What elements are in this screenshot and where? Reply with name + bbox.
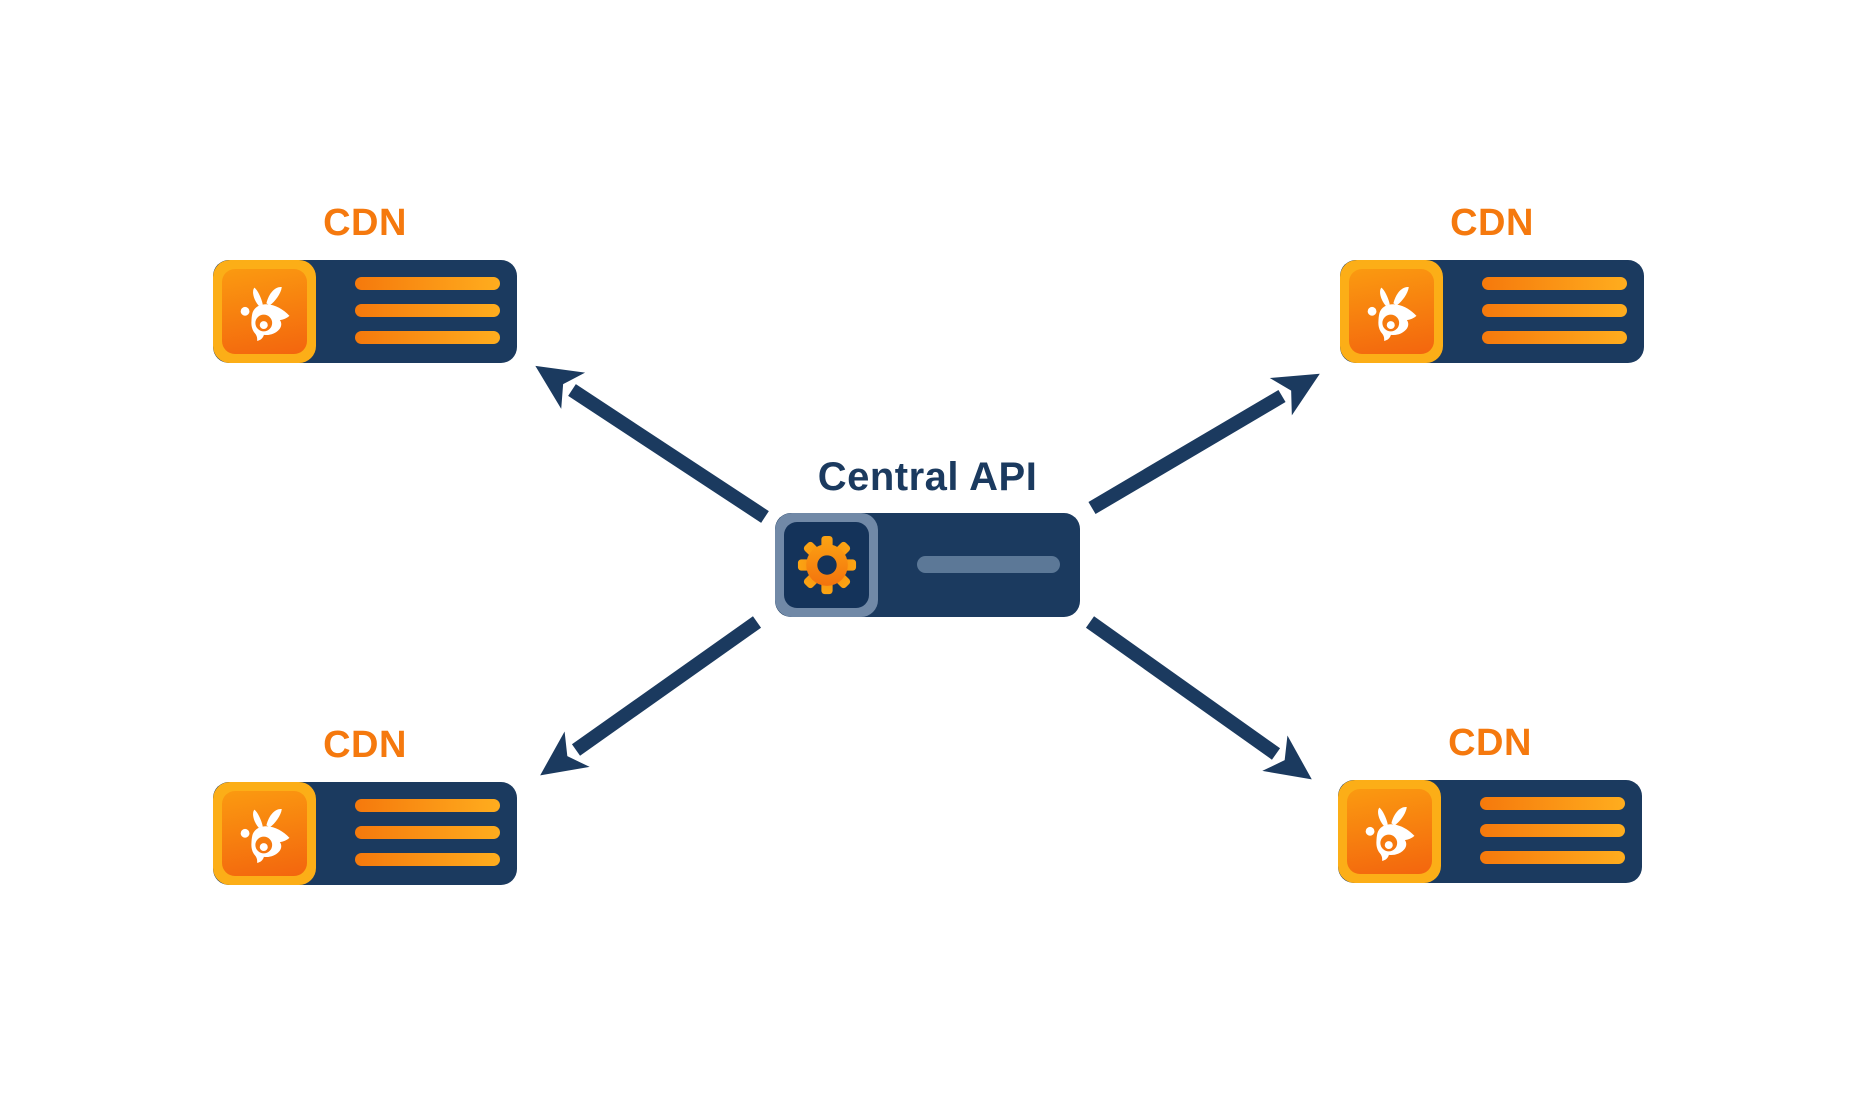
content-bar xyxy=(917,556,1060,573)
content-bar xyxy=(1482,331,1627,344)
central-api-label: Central API xyxy=(817,455,1038,499)
cdn-label: CDN xyxy=(1450,202,1534,244)
gear-icon-frame xyxy=(775,513,878,617)
cdn-server-box xyxy=(213,782,517,885)
cdn-server-box xyxy=(213,260,517,363)
bunny-icon xyxy=(1367,286,1416,341)
arrow-center-to-bottom-left-cdn xyxy=(540,616,762,776)
cdn-server-box xyxy=(1338,780,1642,883)
content-bar xyxy=(355,853,500,866)
cdn-label: CDN xyxy=(323,724,407,766)
content-bar xyxy=(355,331,500,344)
arrow-center-to-top-right-cdn xyxy=(1088,373,1320,515)
gear-icon-tile xyxy=(784,522,869,608)
content-bar xyxy=(1482,277,1627,290)
arrow-center-to-bottom-right-cdn xyxy=(1085,616,1312,780)
gear-icon xyxy=(797,535,856,595)
cdn-label: CDN xyxy=(1448,722,1532,764)
central-api-server-box xyxy=(775,513,1080,617)
cdn-node-top-right: CDN xyxy=(1340,204,1644,363)
bunny-icon-frame xyxy=(1340,260,1443,363)
bunny-icon-frame xyxy=(213,782,316,885)
content-bar xyxy=(355,277,500,290)
bunny-icon xyxy=(240,808,289,863)
content-bar xyxy=(355,826,500,839)
bunny-icon-tile xyxy=(222,791,307,876)
content-bar xyxy=(1482,304,1627,317)
cdn-node-bottom-left: CDN xyxy=(213,726,517,885)
bunny-icon-frame xyxy=(1338,780,1441,883)
arrow-center-to-top-left-cdn xyxy=(535,365,769,523)
content-bar xyxy=(1480,851,1625,864)
bunny-icon-tile xyxy=(1349,269,1434,354)
bunny-icon xyxy=(1365,806,1414,861)
cdn-node-bottom-right: CDN xyxy=(1338,724,1642,883)
bunny-icon-tile xyxy=(222,269,307,354)
cdn-label: CDN xyxy=(323,202,407,244)
bunny-icon xyxy=(240,286,289,341)
cdn-server-box xyxy=(1340,260,1644,363)
bunny-icon-tile xyxy=(1347,789,1432,874)
content-bar xyxy=(355,304,500,317)
bunny-icon-frame xyxy=(213,260,316,363)
cdn-node-top-left: CDN xyxy=(213,204,517,363)
content-bar xyxy=(1480,824,1625,837)
content-bar xyxy=(355,799,500,812)
content-bar xyxy=(1480,797,1625,810)
central-api-node: Central API xyxy=(775,457,1080,617)
